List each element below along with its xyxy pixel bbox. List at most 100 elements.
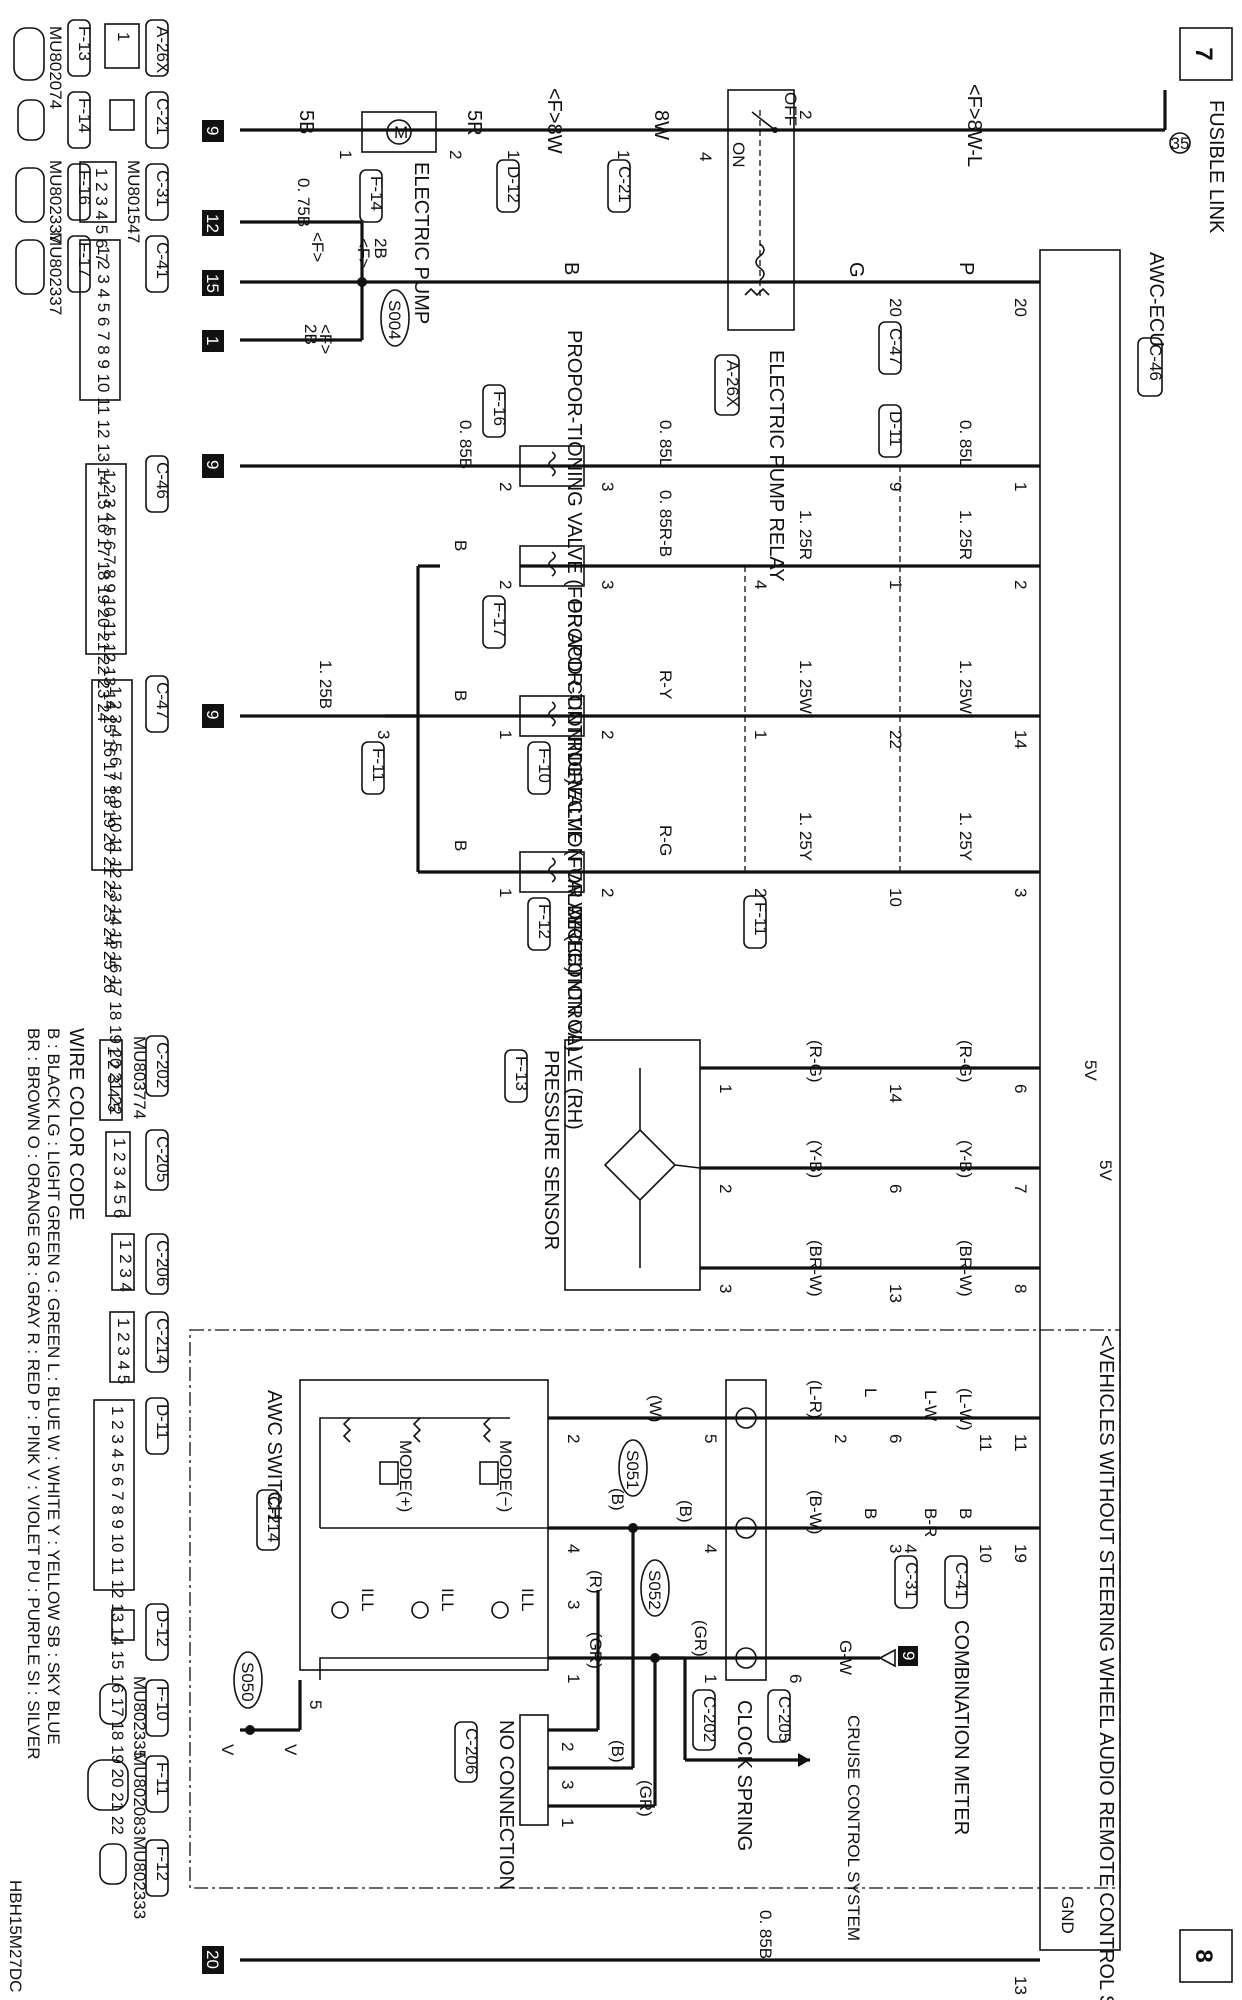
acd-wire-lower: 0. 85B [456, 420, 475, 469]
connector-legend: A-26X 1 F-13 MU802074 C-21 F-14 C-31 MU8… [13, 19, 172, 1919]
ps-wire-2-label-a: (Y-B) [956, 1140, 975, 1178]
c47-pin-20: 20 [886, 298, 905, 317]
rh-pin-b: 1 [496, 888, 515, 897]
relay-outline [727, 89, 795, 331]
conn-c31-badge-sw [894, 1555, 918, 1609]
wire-p-label: P [955, 262, 977, 275]
sw-pin-6a: 6 [886, 1434, 905, 1443]
no-connection-label: NO CONNECTION [495, 1720, 517, 1890]
ecu-outline [1039, 249, 1121, 1951]
ref-c47-badge [145, 675, 169, 733]
d12-pin-1: 1 [504, 150, 523, 159]
mode-plus-switch-icon [379, 1461, 399, 1485]
ref-f12-body [99, 1843, 127, 1885]
ref-c31-body [79, 161, 117, 223]
ref-f12-part: MU802333 [130, 1836, 149, 1919]
lh-ground-wire: 1. 25B [316, 660, 335, 709]
relay-connector: A-26X [723, 360, 742, 407]
ref-c205: C-205 [153, 1136, 172, 1182]
ref-c31: C-31 [153, 170, 172, 207]
clock-spring-connector-badge [767, 1689, 791, 1743]
electric-pump-relay: OFF ON ELECTRIC PUMP RELAY A-26X [714, 89, 800, 582]
no-connection: 2 3 1 NO CONNECTION C-206 [454, 1714, 577, 1890]
conn-f17-main: F-17 [490, 602, 509, 637]
ground-ref-9a-label: 9 [203, 126, 222, 135]
sw-wire-r: (R) [586, 1570, 605, 1594]
ayc-cs-pin: 4 [751, 580, 770, 589]
wire-5b-label: 5B [295, 110, 317, 134]
ref-c206: C-206 [153, 1240, 172, 1286]
ref-f16-badge [67, 163, 91, 221]
conn-c206-sw: C-206 [462, 1728, 481, 1774]
ill-label-2: ILL [438, 1588, 457, 1612]
sw-wire-lw2: L-W [921, 1390, 940, 1421]
ref-f13-badge [67, 19, 91, 77]
ref-c206-badge [145, 1233, 169, 1295]
ground-ref-9c: 9 [202, 704, 224, 728]
ayc-coil-icon [548, 551, 556, 577]
region-note: <VEHICLES WITHOUT STEERING WHEEL AUDIO R… [1095, 1335, 1117, 2000]
sw-internal-ill [319, 1657, 548, 1680]
sw-pin-11a: 11 [1011, 1434, 1030, 1452]
lh-wire-ry: R-Y [656, 670, 675, 699]
splice-s004: S004 [385, 300, 404, 340]
combo-meter-label: COMBINATION METER [950, 1620, 972, 1835]
gnd-wire-label: 0. 85B [756, 1910, 775, 1959]
ref-f11-part: MU802083 [130, 1752, 149, 1835]
ayc-wire-rb: 0. 85R-B [656, 490, 675, 557]
acd-pin-a: 3 [598, 482, 617, 491]
resistor-icon-3 [342, 1417, 352, 1443]
ground-ref-12-label: 12 [203, 214, 222, 233]
ps-5v-b: 5V [1096, 1160, 1115, 1181]
acd-d11-pin: 9 [886, 482, 905, 491]
lh-ecu-pin: 14 [1011, 730, 1030, 749]
ps-ecu-pin-1: 6 [1011, 1084, 1030, 1093]
lh-d11-pin: 22 [886, 730, 905, 749]
ground-ref-9b: 9 [202, 454, 224, 478]
ground-ref-9c-box [202, 704, 224, 728]
page-ref-bottom: 8 [1179, 1929, 1233, 1983]
sw-wire-gr1: (GR) [691, 1620, 710, 1657]
ground-ref-15: 15 [202, 270, 224, 296]
conn-c21: C-21 [615, 166, 634, 203]
wire-075b-label: 0. 75B [294, 178, 313, 227]
ref-c206-body [111, 1233, 135, 1291]
ps-wire-2-label-b: (Y-B) [806, 1140, 825, 1178]
sw-wire-l: L [861, 1388, 880, 1397]
ps-wire-1-label-a: (R-G) [956, 1040, 975, 1082]
splice-dot-s004 [357, 277, 367, 287]
pump-connector: F-14 [367, 176, 386, 211]
sw-pin-10: 10 [976, 1544, 995, 1563]
ill-label-3: ILL [518, 1588, 537, 1612]
ref-a26x-pins: 1 [114, 32, 133, 41]
ref-c21-body [109, 99, 135, 131]
splice-dot-s050 [245, 1725, 255, 1735]
ref-f12: F-12 [153, 1846, 172, 1881]
ps-ecu-pin-3: 8 [1011, 1284, 1030, 1293]
awc-switch-region [189, 1329, 1121, 1889]
ground-ref-1: 1 [202, 330, 224, 352]
rh-wire-upper: 1. 25Y [956, 812, 975, 861]
ground-ref-9c-label: 9 [203, 710, 222, 719]
lh-coil-icon [548, 701, 556, 727]
ayc-wire-mid: 1. 25R [796, 510, 815, 560]
sw-wire-v1: V [281, 1744, 300, 1756]
legend-line-1: B : BLACK LG : LIGHT GREEN G : GREEN L :… [44, 1028, 63, 1745]
rh-ecu-pin: 3 [1011, 888, 1030, 897]
ref-f12-badge [145, 1839, 169, 1897]
sw-pin-5a: 5 [701, 1434, 720, 1443]
ground-ref-20: 20 [202, 1946, 224, 1974]
ayc-d11-pin: 1 [886, 580, 905, 589]
ps-connector: F-13 [512, 1056, 531, 1091]
ps-label: PRESSURE SENSOR [540, 1050, 562, 1250]
ref-c31-badge [145, 163, 169, 221]
ill-lamp-icon-1 [331, 1601, 349, 1619]
ground-ref-12-box [202, 210, 224, 236]
ref-f17-body [15, 239, 45, 295]
conn-c21-badge [607, 159, 631, 213]
sw-pin-2a: 2 [831, 1434, 850, 1443]
ref-a26x-badge [145, 19, 169, 77]
lh-wire-lower: B [451, 690, 470, 701]
combo-arrow-icon [878, 1648, 896, 1668]
